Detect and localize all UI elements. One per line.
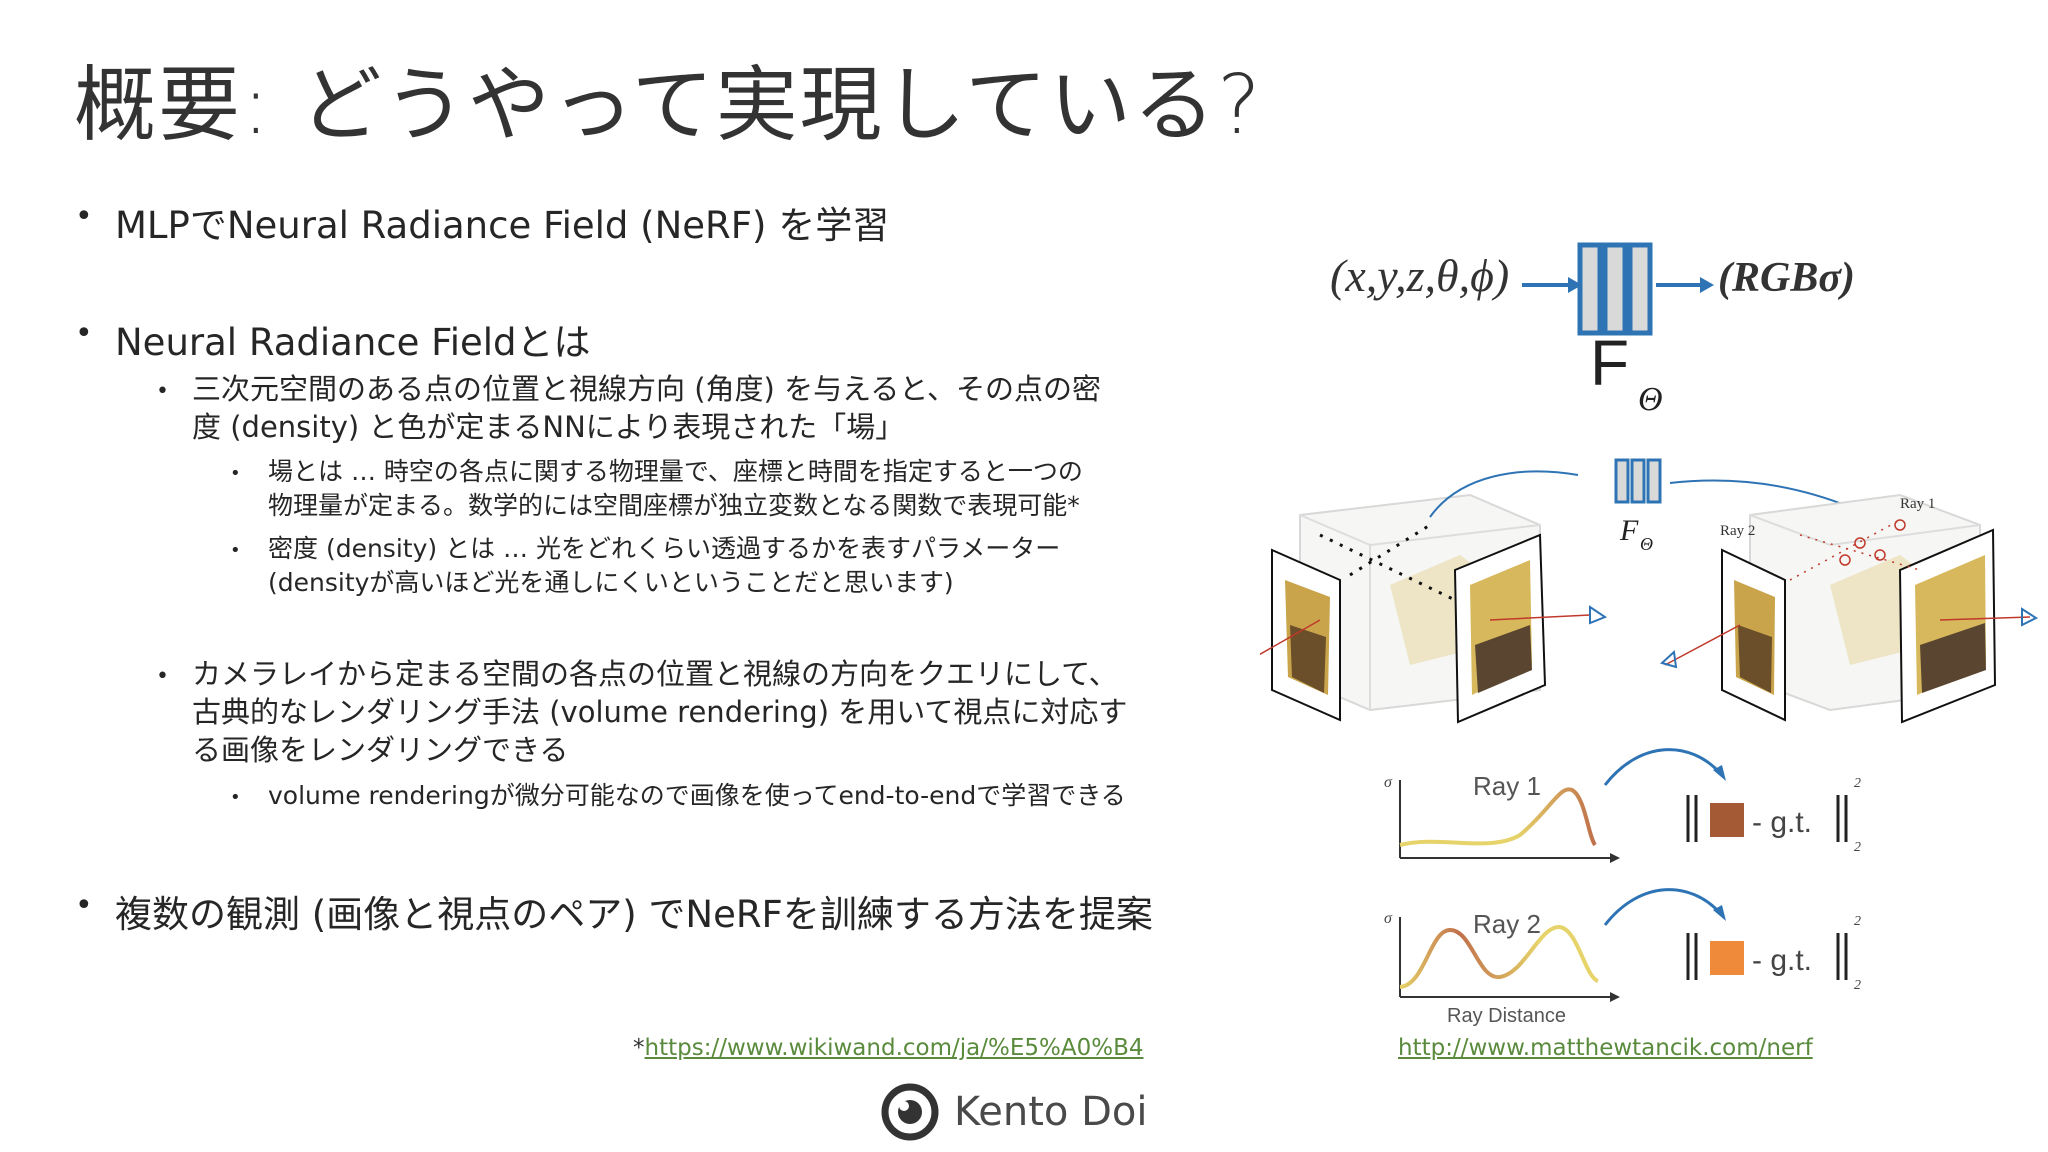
footnote: *https://www.wikiwand.com/ja/%E5%A0%B4	[633, 1035, 1144, 1061]
scene-left	[1260, 470, 1608, 724]
bullet-2-2-line1: カメラレイから定まる空間の各点の位置と視線の方向をクエリにして、	[192, 657, 1118, 691]
small-f-theta: F	[1619, 514, 1639, 547]
bullet-2-1-2-line1: 密度 (density) とは … 光をどれくらい透過するかを表すパラメーター	[268, 534, 1061, 563]
bullet-3: • 複数の観測 (画像と視点のペア) でNeRFを訓練する方法を提案	[75, 884, 1153, 938]
small-theta-sub: Θ	[1640, 534, 1653, 554]
bullet-1-text: MLPでNeural Radiance Field (NeRF) を学習	[115, 204, 890, 247]
input-label: (x,y,z,θ,ϕ)	[1330, 250, 1509, 301]
bullet-2-2-1: • volume renderingが微分可能なので画像を使ってend-to-e…	[230, 779, 1126, 813]
source-link[interactable]: http://www.matthewtancik.com/nerf	[1398, 1035, 1813, 1061]
small-mlp: F Θ	[1614, 458, 1662, 554]
bullet-2-1-line2: 度 (density) と色が定まるNNにより表現された「場」	[192, 410, 905, 444]
mlp-layer	[1602, 242, 1628, 336]
bullet-dot: •	[75, 199, 93, 234]
ray2-plot-label: Ray 2	[1473, 909, 1541, 939]
bullet-2-1-2: • 密度 (density) とは … 光をどれくらい透過するかを表すパラメータ…	[230, 532, 1061, 600]
mlp-layer	[1577, 242, 1603, 336]
ray2-plot: σ Ray 2 Ray Distance - g.t. 2 2	[1384, 888, 1861, 1027]
bullet-2-2: • カメラレイから定まる空間の各点の位置と視線の方向をクエリにして、 古典的なレ…	[156, 655, 1128, 769]
bullet-2-2-1-text: volume renderingが微分可能なので画像を使ってend-to-end…	[268, 781, 1126, 810]
f-theta-sub: Θ	[1638, 381, 1663, 418]
bullet-2-1: • 三次元空間のある点の位置と視線方向 (角度) を与えると、その点の密 度 (…	[156, 370, 1102, 446]
scene-ray1-label: Ray 1	[1900, 496, 1935, 512]
scene-right: Ray 1 Ray 2	[1660, 479, 2039, 724]
slide-title: 概要: どうやって実現している?	[74, 58, 1263, 153]
ray1-sup: 2	[1854, 776, 1861, 791]
ray2-sub: 2	[1854, 978, 1861, 993]
ray1-gt-label: - g.t.	[1752, 806, 1812, 839]
bullet-2-1-1: • 場とは … 時空の各点に関する物理量で、座標と時間を指定すると一つの 物理量…	[230, 455, 1083, 523]
nerf-figure: (x,y,z,θ,ϕ) (RGBσ) F Θ F Θ	[1260, 242, 2039, 1027]
scene-ray2-label: Ray 2	[1720, 523, 1755, 539]
bullet-2-2-line3: る画像をレンダリングできる	[192, 733, 569, 767]
sigma-label: σ	[1384, 774, 1393, 791]
ray1-plot: σ Ray 1 - g.t. 2 2	[1384, 748, 1861, 863]
output-label: (RGBσ)	[1718, 255, 1855, 301]
bullet-dot: •	[230, 540, 241, 561]
ray1-plot-label: Ray 1	[1473, 771, 1541, 801]
f-theta-label: F	[1590, 327, 1629, 399]
bullet-2-1-1-line1: 場とは … 時空の各点に関する物理量で、座標と時間を指定すると一つの	[268, 457, 1083, 486]
bullet-dot: •	[230, 463, 241, 484]
bullet-dot: •	[156, 379, 169, 404]
bullet-2-1-line1: 三次元空間のある点の位置と視線方向 (角度) を与えると、その点の密	[192, 372, 1102, 406]
ray-distance-label: Ray Distance	[1447, 1005, 1566, 1027]
bullet-dot: •	[156, 664, 169, 689]
arrow-head-icon	[1568, 277, 1582, 293]
bullet-2-1-2-line2: (densityが高いほど光を通しにくいということだと思います)	[268, 568, 954, 597]
ray1-sub: 2	[1854, 840, 1861, 855]
sigma-label: σ	[1384, 910, 1393, 927]
bullet-2-text: Neural Radiance Fieldとは	[115, 321, 591, 364]
author-name: Kento Doi	[954, 1089, 1148, 1135]
bullet-dot: •	[75, 888, 93, 923]
bullet-2-2-line2: 古典的なレンダリング手法 (volume rendering) を用いて視点に対…	[192, 695, 1128, 729]
bullet-2-1-1-line2: 物理量が定まる。数学的には空間座標が独立変数となる関数で表現可能*	[268, 491, 1080, 520]
ray1-color-swatch	[1710, 803, 1744, 837]
eye-logo-icon	[881, 1083, 939, 1141]
arrow-head-icon	[1700, 277, 1714, 293]
bullet-dot: •	[75, 316, 93, 351]
mlp-layer	[1627, 242, 1653, 336]
ray2-sup: 2	[1854, 914, 1861, 929]
footnote-link[interactable]: https://www.wikiwand.com/ja/%E5%A0%B4	[644, 1035, 1144, 1061]
ray2-color-swatch	[1710, 941, 1744, 975]
footnote-star: *	[633, 1035, 645, 1061]
bullet-dot: •	[230, 787, 241, 808]
ray2-gt-label: - g.t.	[1752, 944, 1812, 977]
bullet-1: • MLPでNeural Radiance Field (NeRF) を学習	[75, 195, 890, 249]
author-logo: Kento Doi	[880, 1082, 1147, 1142]
bullet-3-text: 複数の観測 (画像と視点のペア) でNeRFを訓練する方法を提案	[115, 893, 1153, 936]
bullet-2: • Neural Radiance Fieldとは	[75, 312, 591, 366]
